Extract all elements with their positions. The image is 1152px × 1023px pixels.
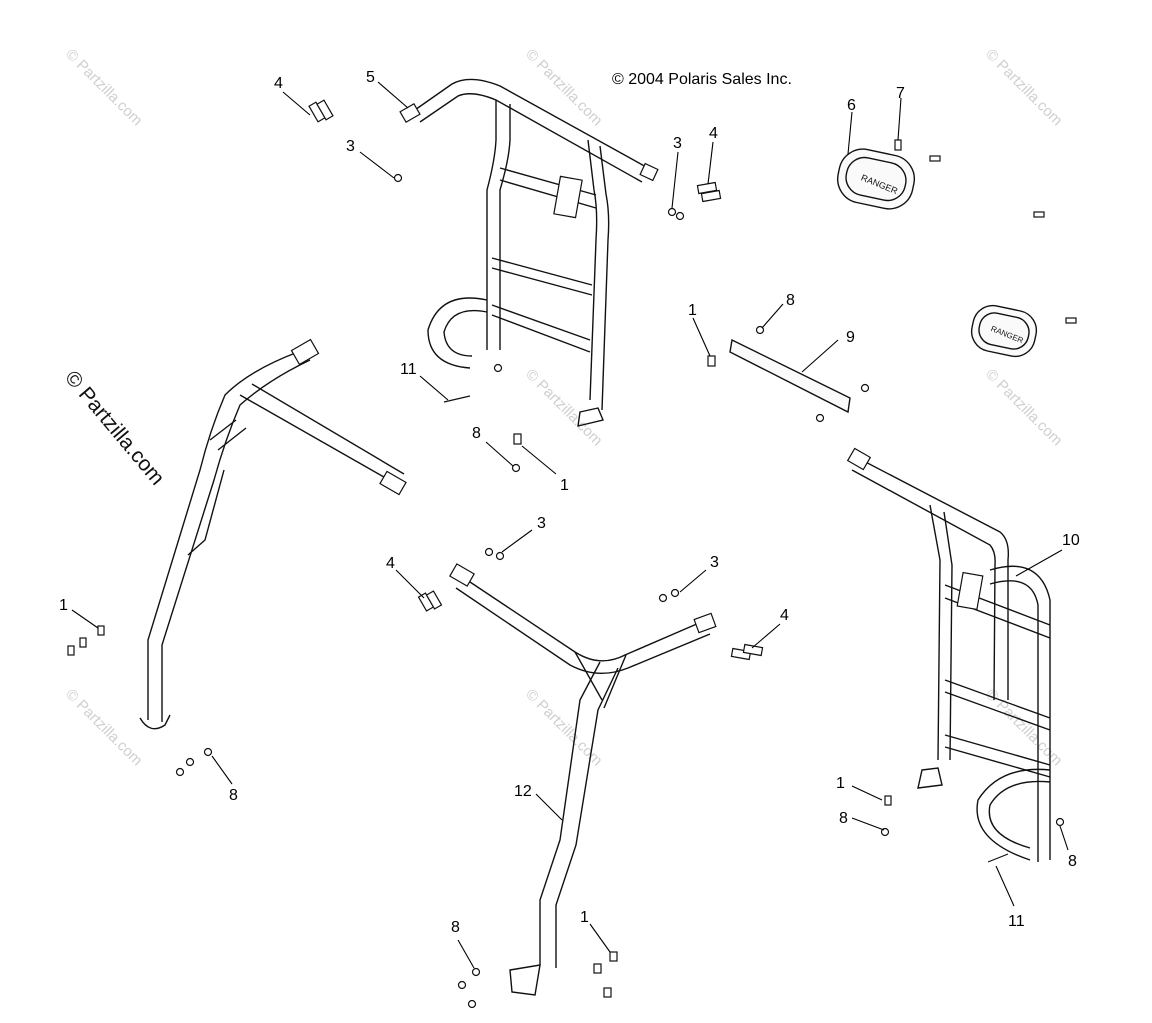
callout-4: 4 (274, 75, 283, 92)
callout-11: 11 (1008, 913, 1025, 930)
watermark-4: © Partzilla.com (522, 366, 605, 449)
roll-bar-left-side (139, 338, 407, 730)
roll-bar-rear-top (399, 78, 659, 427)
callout-8: 8 (786, 292, 795, 309)
callout-6: 6 (847, 97, 856, 114)
callout-8: 8 (1068, 853, 1077, 870)
callout-8: 8 (229, 787, 238, 804)
hardware-items (67, 99, 1077, 1009)
callout-8: 8 (839, 810, 848, 827)
callout-3: 3 (710, 554, 719, 571)
callout-11: 11 (400, 361, 417, 378)
callout-12: 12 (514, 783, 532, 800)
roll-bar-front-center (449, 563, 717, 996)
callout-8: 8 (472, 425, 481, 442)
callout-1: 1 (688, 302, 697, 319)
callout-3: 3 (673, 135, 682, 152)
roll-bar-right-side (846, 447, 1051, 862)
callout-7: 7 (896, 85, 905, 102)
watermark-1: © Partzilla.com (62, 46, 145, 129)
callout-3: 3 (346, 138, 355, 155)
callout-1: 1 (836, 775, 845, 792)
watermark-large: © Partzilla.com (60, 366, 169, 489)
leader-lines (71, 81, 1069, 969)
callout-9: 9 (846, 329, 855, 346)
watermark-6: © Partzilla.com (62, 686, 145, 769)
watermark-2: © Partzilla.com (522, 46, 605, 129)
callout-10: 10 (1062, 532, 1080, 549)
bracket-strip (729, 338, 851, 414)
callout-4: 4 (780, 607, 789, 624)
callout-5: 5 (366, 69, 375, 86)
watermark-5: © Partzilla.com (982, 366, 1065, 449)
callout-3: 3 (537, 515, 546, 532)
callout-1: 1 (580, 909, 589, 926)
callout-1: 1 (59, 597, 68, 614)
headrest-pads: RANGER RANGER (836, 148, 1038, 358)
watermark-3: © Partzilla.com (982, 46, 1065, 129)
callout-labels: 4 5 3 3 4 6 7 8 9 1 11 8 1 3 3 4 4 10 1 … (59, 69, 1080, 936)
callout-8: 8 (451, 919, 460, 936)
watermark-7: © Partzilla.com (522, 686, 605, 769)
copyright-text: © 2004 Polaris Sales Inc. (612, 71, 792, 88)
callout-4: 4 (709, 125, 718, 142)
callout-1: 1 (560, 477, 569, 494)
callout-4: 4 (386, 555, 395, 572)
